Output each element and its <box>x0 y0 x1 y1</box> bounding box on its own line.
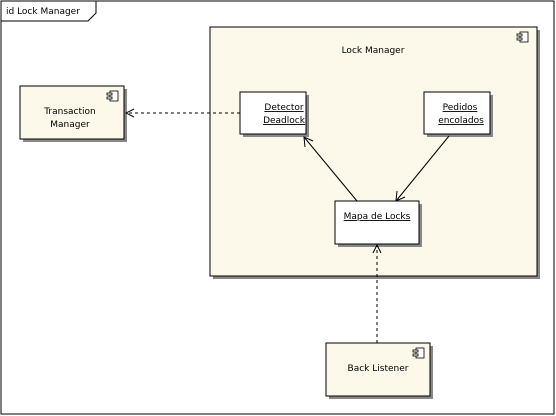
pedidos-encolados-label-line1: Pedidos <box>443 103 478 113</box>
transaction-manager-component[interactable]: Transaction Manager <box>19 85 127 142</box>
pedidos-encolados-label-line2: encolados <box>438 116 484 126</box>
arrow-mapa-to-detector <box>303 136 358 202</box>
lock-manager-title: Lock Manager <box>342 46 405 56</box>
dependency-arrow-detector-to-transaction-manager <box>124 108 240 118</box>
dependency-arrow-back-listener-to-mapa <box>372 243 382 343</box>
detector-deadlock-label-line2: Deadlock <box>263 116 306 126</box>
frame-title-tab <box>0 0 97 22</box>
back-listener-label: Back Listener <box>348 364 409 374</box>
transaction-manager-label-line1: Transaction <box>43 107 96 117</box>
back-listener-component[interactable]: Back Listener <box>325 342 433 399</box>
pedidos-encolados-part[interactable]: Pedidos encolados <box>423 91 493 137</box>
detector-deadlock-part[interactable]: Detector Deadlock <box>239 91 309 137</box>
arrow-pedidos-to-mapa <box>395 135 450 202</box>
frame-title: id Lock Manager <box>6 7 80 17</box>
transaction-manager-label-line2: Manager <box>50 120 90 130</box>
mapa-de-locks-label: Mapa de Locks <box>344 212 411 222</box>
mapa-de-locks-part[interactable]: Mapa de Locks <box>334 200 422 247</box>
detector-deadlock-label-line1: Detector <box>264 103 304 113</box>
